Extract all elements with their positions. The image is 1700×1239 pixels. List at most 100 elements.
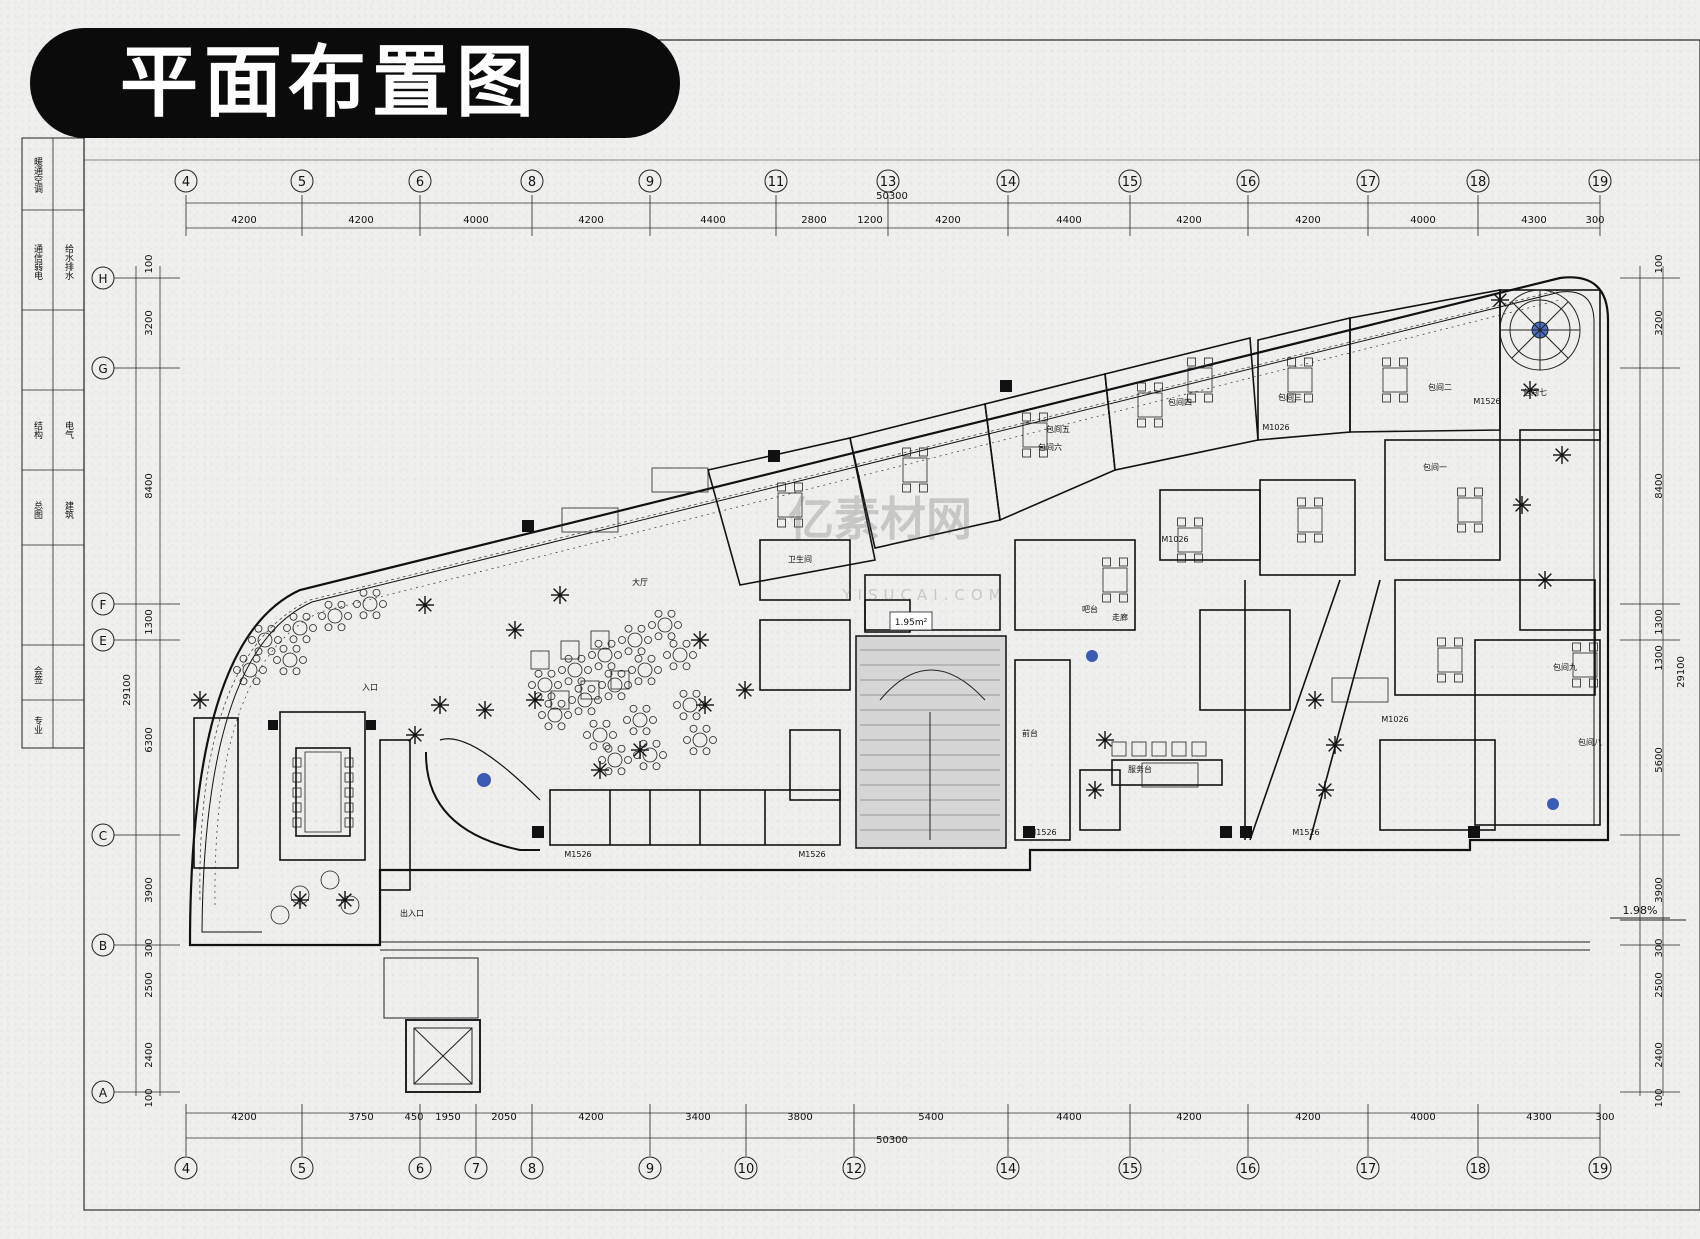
chair bbox=[1589, 678, 1598, 688]
chair bbox=[289, 635, 298, 644]
round-table bbox=[567, 662, 583, 678]
chair bbox=[547, 669, 556, 678]
dimension-value: 3200 bbox=[144, 310, 155, 335]
dimension-value: 4300 bbox=[1521, 215, 1546, 226]
chair bbox=[538, 711, 546, 719]
chair bbox=[1457, 487, 1466, 497]
plant bbox=[1553, 446, 1571, 464]
chair bbox=[1382, 357, 1391, 367]
axis-label: 14 bbox=[1000, 175, 1017, 190]
axis-label: 15 bbox=[1122, 175, 1139, 190]
sofa bbox=[1331, 677, 1389, 703]
round-table bbox=[637, 662, 653, 678]
axis-bubble bbox=[764, 169, 788, 193]
axis-label: 9 bbox=[646, 175, 654, 190]
lounge-chair bbox=[290, 885, 310, 905]
chair bbox=[794, 518, 803, 528]
chair bbox=[1297, 533, 1306, 543]
axis-label: 10 bbox=[738, 1162, 755, 1177]
chair bbox=[1022, 448, 1031, 458]
axis-bubble bbox=[996, 1156, 1020, 1180]
chair bbox=[1297, 497, 1306, 507]
plant bbox=[591, 761, 609, 779]
chair bbox=[624, 624, 633, 633]
dimension-value: 1300 bbox=[1654, 645, 1665, 670]
dimension-value: 4000 bbox=[463, 215, 488, 226]
sofa bbox=[561, 507, 619, 533]
room-label: 吧台 bbox=[1082, 604, 1098, 614]
axis-label: 4 bbox=[182, 175, 190, 190]
chair bbox=[1474, 487, 1483, 497]
chair bbox=[642, 727, 651, 736]
chair bbox=[568, 696, 576, 704]
axis-bubble bbox=[996, 169, 1020, 193]
axis-bubble bbox=[464, 1156, 488, 1180]
chair bbox=[1204, 357, 1213, 367]
chair bbox=[634, 677, 643, 686]
axis-bubble bbox=[1236, 169, 1260, 193]
chair bbox=[292, 802, 302, 813]
axis-bubble bbox=[290, 1156, 314, 1180]
chair bbox=[1572, 678, 1581, 688]
chair bbox=[324, 600, 333, 609]
chair bbox=[683, 736, 691, 744]
dimension-value: 6300 bbox=[144, 727, 155, 752]
axis-label: 5 bbox=[298, 1162, 306, 1177]
chair bbox=[267, 624, 276, 633]
chair bbox=[648, 621, 656, 629]
chair bbox=[239, 677, 248, 686]
chair bbox=[617, 692, 626, 701]
plant bbox=[1521, 381, 1539, 399]
chair bbox=[233, 666, 241, 674]
chair bbox=[602, 742, 611, 751]
chair bbox=[673, 701, 681, 709]
chair bbox=[1287, 357, 1296, 367]
axis-bubble bbox=[174, 1156, 198, 1180]
dimension-value: 4200 bbox=[231, 215, 256, 226]
plant bbox=[191, 691, 209, 709]
axis-label: 8 bbox=[528, 175, 536, 190]
chair bbox=[1454, 637, 1463, 647]
booth bbox=[590, 630, 610, 650]
chair bbox=[289, 612, 298, 621]
chair bbox=[617, 767, 626, 776]
table bbox=[1297, 507, 1323, 533]
chair bbox=[1474, 523, 1483, 533]
axis-label: 7 bbox=[472, 1162, 480, 1177]
title-block-cell: 会签 bbox=[32, 665, 43, 684]
dimension-value: 3400 bbox=[685, 1112, 710, 1123]
axis-bubble bbox=[1588, 169, 1612, 193]
chair bbox=[1304, 393, 1313, 403]
room-label: 走廊 bbox=[1112, 612, 1128, 622]
chair bbox=[292, 817, 302, 828]
chair bbox=[379, 600, 387, 608]
dimension-value: 100 bbox=[1654, 1088, 1665, 1107]
chair bbox=[337, 623, 346, 632]
chair bbox=[652, 739, 661, 748]
door-tag: M1026 bbox=[1381, 715, 1408, 724]
plant bbox=[431, 696, 449, 714]
chair bbox=[267, 647, 276, 656]
chair bbox=[594, 639, 603, 648]
chair bbox=[624, 647, 633, 656]
chair bbox=[292, 772, 302, 783]
axis-bubble bbox=[290, 169, 314, 193]
booth bbox=[580, 680, 600, 700]
chair bbox=[902, 483, 911, 493]
dimension-value: 4200 bbox=[1176, 215, 1201, 226]
sofa bbox=[1141, 762, 1199, 788]
chair bbox=[654, 666, 662, 674]
table bbox=[1022, 422, 1048, 448]
dimension-value: 3800 bbox=[787, 1112, 812, 1123]
dimension-value: 3900 bbox=[1654, 877, 1665, 902]
axis-bubble bbox=[520, 169, 544, 193]
room-label: 包间一 bbox=[1423, 462, 1447, 472]
door-tag: M1526 bbox=[1029, 828, 1056, 837]
dimension-value: 4000 bbox=[1410, 215, 1435, 226]
room-label: 包间三 bbox=[1278, 392, 1302, 402]
chair bbox=[1194, 517, 1203, 527]
chair bbox=[1187, 357, 1196, 367]
chair bbox=[1454, 673, 1463, 683]
plant bbox=[1326, 736, 1344, 754]
table bbox=[1187, 367, 1213, 393]
